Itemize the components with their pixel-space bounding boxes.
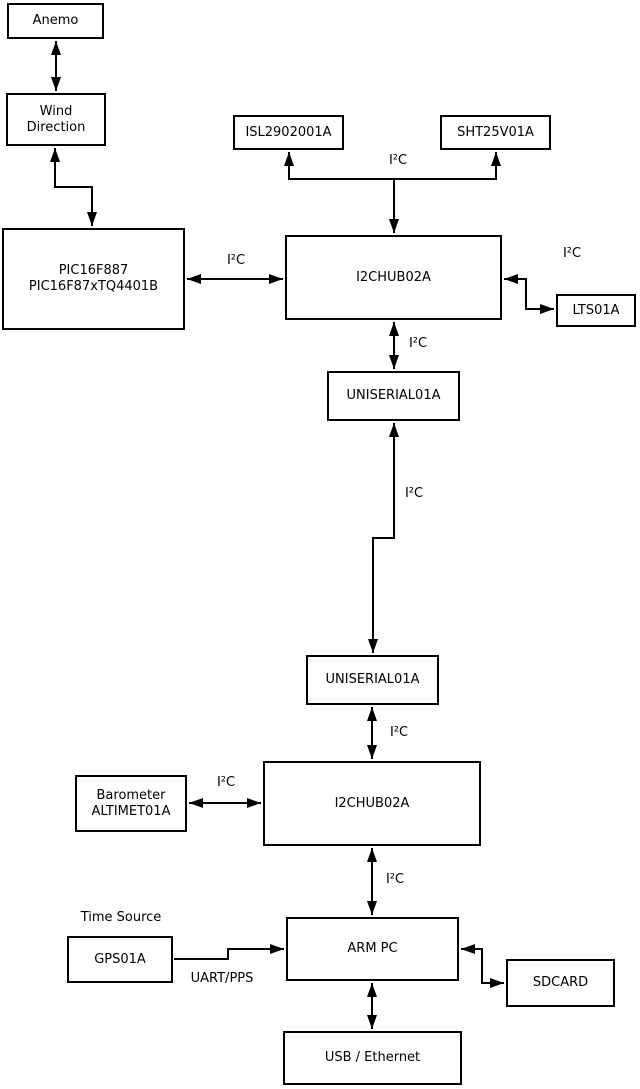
node-anemo-label: Anemo — [32, 13, 79, 28]
node-isl2902001a-label: ISL2902001A — [245, 124, 332, 140]
node-barometer-label: Barometer — [96, 787, 166, 803]
node-sht25v01a: SHT25V01A — [440, 115, 551, 150]
node-gps01a: GPS01A — [67, 936, 173, 983]
node-isl2902001a: ISL2902001A — [233, 115, 344, 150]
link-armpc-sdcard — [461, 944, 504, 988]
node-barometer-label: ALTIMET01A — [91, 803, 171, 819]
edge-label-i2c-uniserial-hub2: I²C — [389, 725, 409, 740]
node-wind-direction-label: Wind — [39, 103, 73, 119]
edge-label-i2c-hub2-arm: I²C — [385, 872, 405, 887]
node-gps01a-label: GPS01A — [94, 951, 146, 967]
node-lts01a: LTS01A — [556, 294, 636, 327]
node-sht25v01a-label: SHT25V01A — [457, 124, 534, 140]
node-wind-direction: Wind Direction — [6, 93, 106, 146]
edge-label-i2c-barometer: I²C — [216, 775, 236, 790]
edge-label-i2c-hub-uniserial: I²C — [408, 336, 428, 351]
edge-label-i2c-sensor-bus: I²C — [388, 153, 408, 168]
node-arm-pc-label: ARM PC — [347, 941, 398, 956]
node-anemo: Anemo — [7, 3, 104, 39]
node-sdcard: SDCARD — [506, 959, 615, 1007]
edge-label-i2c-pic-hub: I²C — [226, 253, 246, 268]
node-uniserial-bottom-label: UNISERIAL01A — [325, 672, 420, 687]
edge-label-time-source: Time Source — [80, 910, 162, 925]
link-gps-armpc — [174, 944, 284, 960]
edge-label-i2c-hub-lts: I²C — [562, 246, 582, 261]
node-uniserial-top-label: UNISERIAL01A — [346, 388, 441, 403]
link-i2chub1-lts — [504, 274, 554, 314]
node-pic16f887: PIC16F887 PIC16F87xTQ4401B — [2, 228, 185, 330]
node-usb-ethernet-label: USB / Ethernet — [324, 1050, 421, 1065]
node-usb-ethernet: USB / Ethernet — [283, 1031, 462, 1085]
node-lts01a-label: LTS01A — [572, 302, 620, 318]
node-barometer: Barometer ALTIMET01A — [75, 775, 187, 832]
node-pic16f887-label: PIC16F87xTQ4401B — [28, 279, 159, 294]
link-uniserial1-uniserial2 — [368, 423, 399, 653]
edge-label-uart-pps: UART/PPS — [190, 971, 254, 986]
node-uniserial-top: UNISERIAL01A — [327, 371, 460, 421]
edge-label-i2c-uniserial-link: I²C — [404, 486, 424, 501]
node-i2chub-bottom: I2CHUB02A — [263, 761, 481, 846]
node-i2chub-top: I2CHUB02A — [285, 235, 502, 320]
node-sdcard-label: SDCARD — [532, 975, 589, 990]
node-pic16f887-label: PIC16F887 — [58, 263, 129, 278]
node-i2chub-top-label: I2CHUB02A — [356, 269, 431, 285]
node-uniserial-bottom: UNISERIAL01A — [306, 655, 439, 705]
link-winddirection-pic — [50, 148, 97, 226]
node-wind-direction-label: Direction — [26, 119, 86, 135]
node-arm-pc: ARM PC — [286, 917, 459, 981]
node-i2chub-bottom-label: I2CHUB02A — [334, 795, 410, 811]
